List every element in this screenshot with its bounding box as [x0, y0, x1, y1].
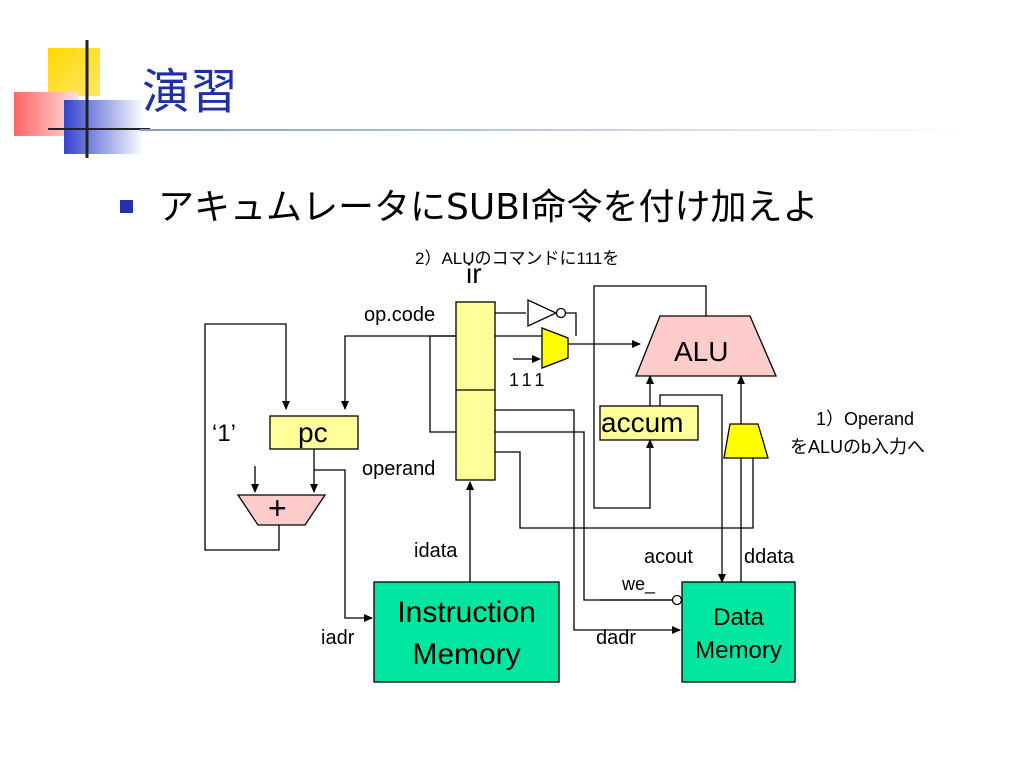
note-alu-command: 2）ALUのコマンドに111を [415, 249, 620, 268]
slide-logo-decoration [14, 40, 150, 158]
ir-label: ir [466, 258, 482, 289]
alu-block [635, 315, 777, 377]
wire-dadr [495, 409, 681, 634]
imem-label-line2: Memory [412, 638, 521, 671]
wire-adder-to-pc [204, 323, 290, 551]
instruction-memory-block [373, 581, 560, 683]
wire-acout [659, 394, 726, 583]
accum-register [599, 405, 699, 441]
inverter-gate [527, 298, 558, 328]
dmem-label-line2: Memory [695, 637, 782, 664]
ir-register [455, 301, 496, 481]
we-bubble [671, 594, 683, 606]
const-label: 111 [509, 370, 549, 390]
wire-opcode-to-pc [341, 335, 456, 410]
one-label: ‘1’ [212, 420, 237, 447]
pc-register [269, 415, 359, 450]
wire-opcode-branch [429, 335, 456, 433]
acout-label: acout [644, 546, 693, 568]
idata-label: idata [414, 540, 458, 562]
adder-label: + [268, 490, 287, 526]
wire-operand-to-mux2 [495, 451, 754, 529]
command-mux [541, 327, 569, 369]
we-label: we_ [622, 574, 656, 594]
ddata-label: ddata [744, 546, 795, 568]
operand-mux [723, 423, 769, 459]
alu-label: ALU [674, 336, 729, 367]
bullet-marker [120, 200, 133, 213]
opcode-label: op.code [364, 304, 436, 326]
note-operand-line2: をALUのb入力へ [790, 437, 926, 457]
pc-label: pc [298, 417, 328, 448]
imem-label-line1: Instruction [397, 596, 536, 629]
operand-label: operand [362, 458, 436, 480]
iadr-label: iadr [321, 627, 355, 649]
wire-pc-to-iadr [314, 469, 373, 622]
bullet-text: アキュムレータにSUBI命令を付け加えよ [158, 187, 819, 228]
data-memory-block [681, 581, 796, 683]
accum-label: accum [601, 407, 684, 438]
wire-inverter-out [566, 312, 577, 336]
title-underline [140, 129, 970, 131]
wires [204, 285, 754, 634]
adder-block [236, 494, 327, 526]
wire-alu-loop-to-accum [593, 285, 707, 509]
dmem-label-line1: Data [713, 604, 764, 631]
inverter-bubble [555, 307, 567, 319]
note-operand-line1: 1）Operand [816, 409, 915, 429]
slide-title: 演習 [142, 64, 239, 120]
dadr-label: dadr [596, 627, 637, 649]
